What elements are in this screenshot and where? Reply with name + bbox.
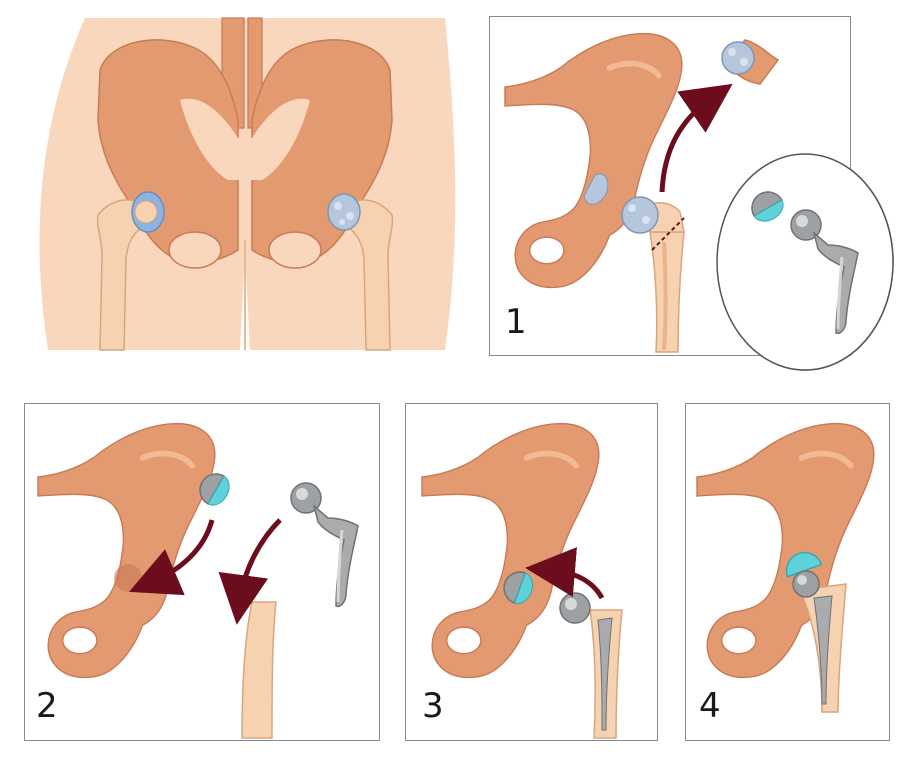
step-number-2: 2 [36, 686, 58, 726]
pelvis-overview [39, 17, 456, 351]
step-number-1: 1 [505, 302, 527, 342]
step-number-4: 4 [699, 686, 721, 726]
step-number-3: 3 [422, 686, 444, 726]
